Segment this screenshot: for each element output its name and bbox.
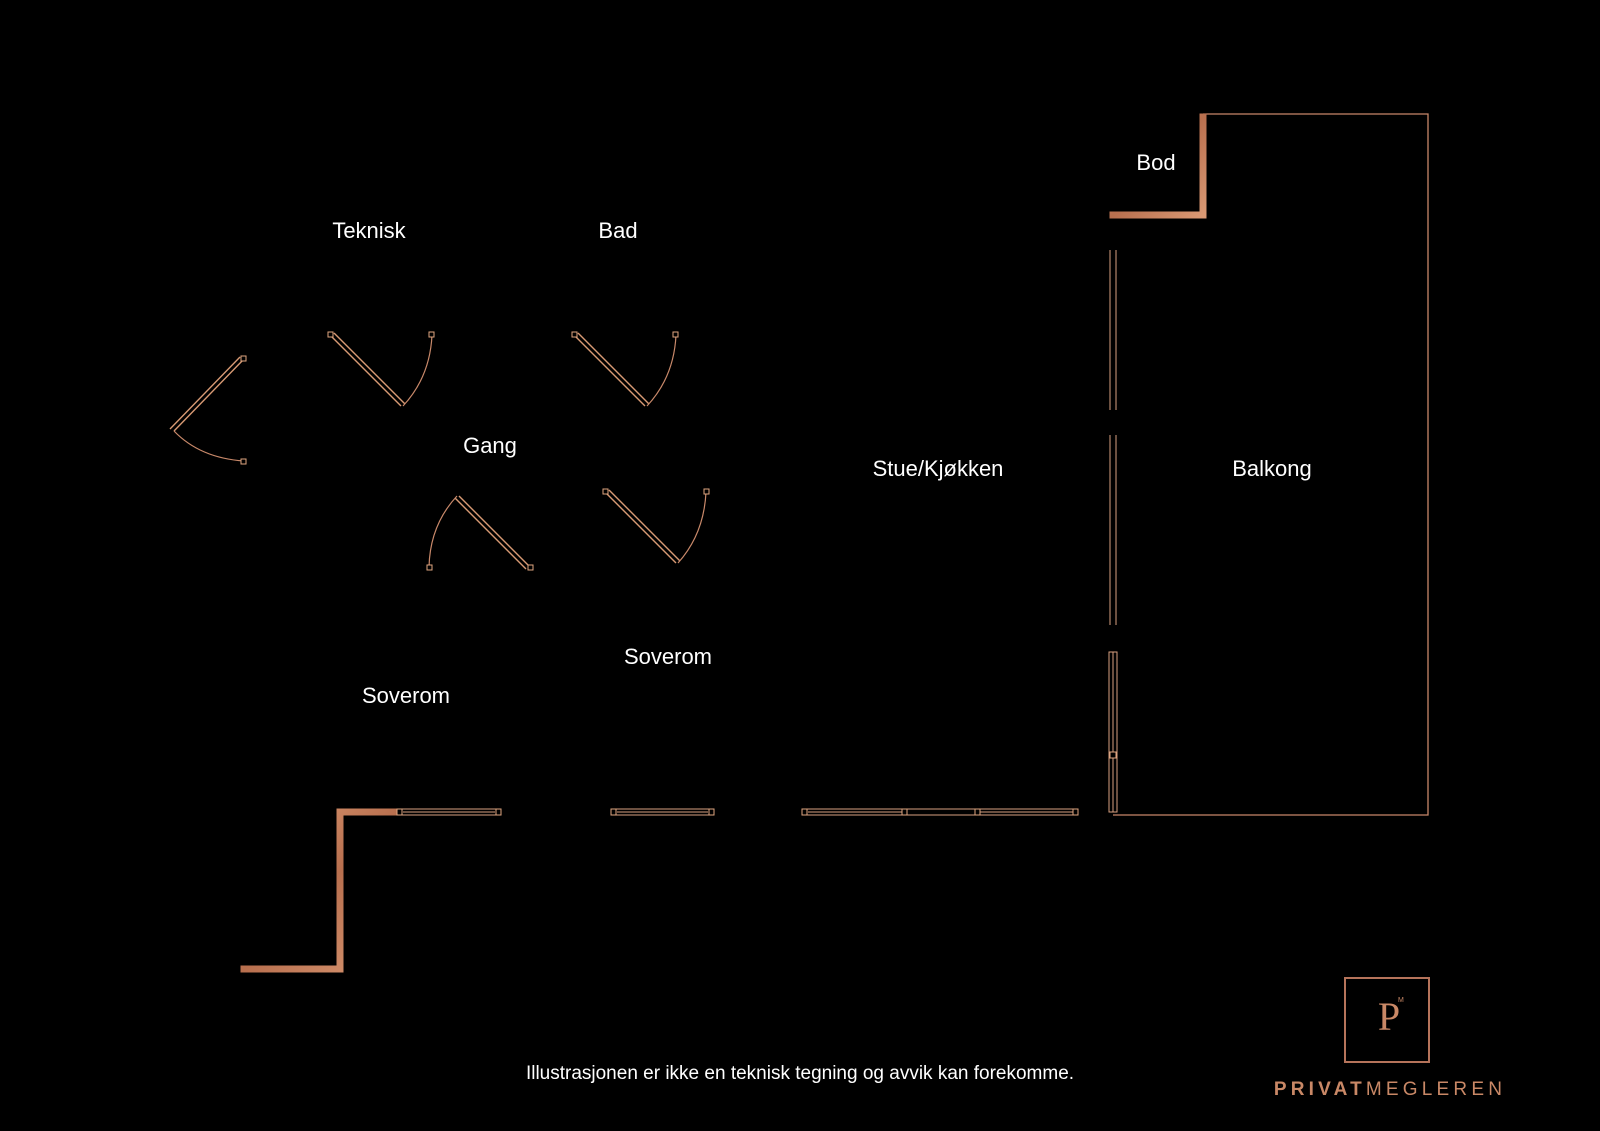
room-label-bad: Bad: [598, 218, 637, 243]
door-soverom-left: [426, 495, 534, 571]
logo-emblem: P M: [1344, 977, 1430, 1063]
wall-closet: [240, 808, 402, 973]
room-label-teknisk: Teknisk: [332, 218, 406, 243]
door-soverom-middle: [602, 488, 710, 564]
logo-letter: P: [1377, 994, 1401, 1039]
window-bottom-1: [396, 808, 502, 816]
room-label-stue-kjokken: Stue/Kjøkken: [873, 456, 1004, 481]
room-label-bod: Bod: [1136, 150, 1175, 175]
room-label-balkong: Balkong: [1232, 456, 1312, 481]
door-bad: [571, 331, 679, 407]
balcony-outline: [1113, 113, 1429, 816]
logo-mark: M: [1398, 997, 1404, 1004]
wall-bod: [1109, 113, 1207, 219]
room-labels: Teknisk Bad Bod Gang Stue/Kjøkken Balkon…: [332, 150, 1311, 708]
logo-wordmark: PRIVATMEGLEREN: [1250, 1079, 1530, 1101]
walls: [240, 113, 1207, 973]
disclaimer-text: Illustrasjonen er ikke en teknisk tegnin…: [525, 1063, 1075, 1084]
brand-logo: P M PRIVATMEGLEREN: [1250, 975, 1530, 1105]
window-bottom-2: [610, 808, 715, 816]
room-label-soverom-left: Soverom: [362, 683, 450, 708]
window-bottom-3: [801, 808, 1079, 816]
logo-wordmark-bold: PRIVAT: [1273, 1079, 1366, 1100]
room-label-gang: Gang: [463, 433, 517, 458]
door-balkong: [1108, 651, 1118, 813]
room-label-soverom-middle: Soverom: [624, 644, 712, 669]
door-teknisk: [327, 331, 435, 407]
windows: [396, 250, 1118, 816]
window-stue-balkong-1: [1109, 250, 1117, 410]
door-entrance: [169, 355, 247, 465]
logo-wordmark-regular: MEGLEREN: [1365, 1079, 1507, 1100]
doors: [169, 331, 710, 571]
window-stue-balkong-2: [1109, 435, 1117, 625]
